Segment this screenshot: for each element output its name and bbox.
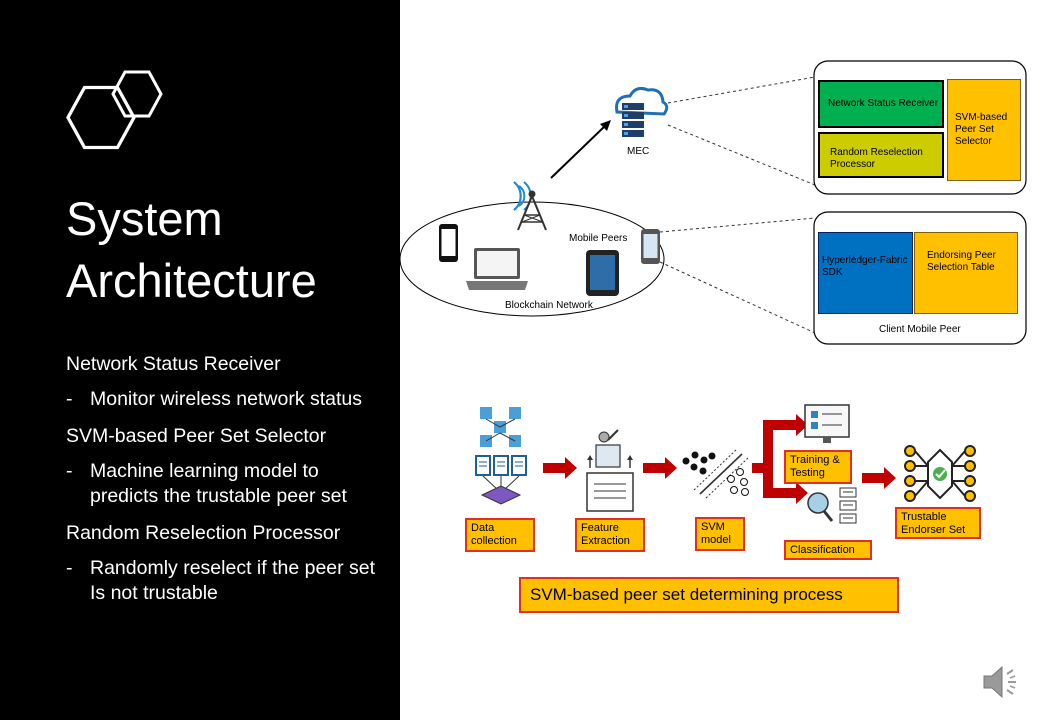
- dash: -: [66, 557, 73, 579]
- step-label: SVM model: [701, 521, 731, 546]
- svm-model-box: SVM model: [695, 517, 745, 551]
- blockchain-network-label: Blockchain Network: [505, 300, 593, 311]
- svm-scatter-icon: [682, 449, 749, 499]
- laptop-icon: [466, 248, 528, 290]
- hexagon-logo-icon: [66, 70, 163, 150]
- bullet-text: Randomly reselect if the peer set Is not…: [90, 557, 376, 604]
- endorser-network-icon: [904, 445, 976, 502]
- smartphone-icon: [641, 229, 660, 264]
- slide-title: System Architecture: [66, 188, 317, 312]
- documents-icon: [475, 455, 527, 505]
- step-label: Training & Testing: [790, 454, 840, 479]
- magnifier-icon: [807, 487, 857, 524]
- step-label: Data collection: [471, 522, 517, 547]
- process-caption: SVM-based peer set determining process: [519, 577, 899, 613]
- feature-extraction-box: Feature Extraction: [575, 518, 645, 552]
- tablet-icon: [586, 250, 619, 296]
- svm-selector-box: SVM-based Peer Set Selector: [947, 79, 1021, 181]
- client-peer-caption: Client Mobile Peer: [879, 324, 961, 335]
- antenna-tower-icon: [513, 181, 547, 231]
- module-label: Hyperledger-Fabric SDK: [822, 255, 908, 278]
- trustable-endorser-set-box: Trustable Endorser Set: [895, 507, 981, 539]
- endorsing-table-box: Endorsing Peer Selection Table: [914, 232, 1018, 314]
- left-panel: System Architecture Network Status Recei…: [0, 0, 400, 720]
- bullet-item: -Monitor wireless network status: [66, 387, 386, 412]
- bullet-text: Monitor wireless network status: [90, 388, 363, 410]
- module-label: Endorsing Peer Selection Table: [927, 250, 996, 273]
- mec-label: MEC: [627, 146, 650, 157]
- network-status-receiver-box: Network Status Receiver: [818, 80, 944, 128]
- bullet-item: -Randomly reselect if the peer set Is no…: [66, 556, 386, 606]
- random-reselection-processor-box: Random Reselection Processor: [818, 132, 944, 178]
- step-label: Classification: [790, 544, 855, 556]
- bullet-list: Network Status Receiver -Monitor wireles…: [66, 352, 386, 616]
- feature-extraction-icon: [586, 429, 634, 512]
- bullet-heading: SVM-based Peer Set Selector: [66, 425, 327, 447]
- dash: -: [66, 460, 73, 482]
- data-collection-box: Data collection: [465, 518, 535, 552]
- dash: -: [66, 388, 73, 410]
- flow-arrow-icon: [543, 457, 896, 489]
- bullet-heading: Network Status Receiver: [66, 353, 281, 375]
- bullet-heading: Random Reselection Processor: [66, 522, 341, 544]
- title-line-2: Architecture: [66, 254, 317, 307]
- module-label: Network Status Receiver: [828, 98, 939, 109]
- classification-box: Classification: [784, 540, 872, 560]
- blockchain-network-ellipse: [399, 201, 665, 317]
- branch-arrow-icon: [752, 414, 808, 504]
- training-testing-box: Training & Testing: [784, 450, 852, 484]
- bullet-item: -Machine learning model to predicts the …: [66, 459, 386, 509]
- speaker-icon[interactable]: [980, 660, 1024, 704]
- hyperledger-sdk-box: Hyperledger-Fabric SDK: [818, 232, 913, 314]
- cloud-server-icon: [615, 87, 669, 137]
- title-line-1: System: [66, 192, 223, 245]
- monitor-icon: [804, 404, 850, 443]
- module-label: SVM-based Peer Set Selector: [955, 112, 1008, 147]
- module-label: Random Reselection Processor: [830, 147, 923, 170]
- mobile-peers-label: Mobile Peers: [569, 233, 628, 244]
- step-label: Trustable Endorser Set: [901, 511, 966, 536]
- step-label: Feature Extraction: [581, 522, 630, 547]
- blockchain-blocks-icon: [480, 407, 521, 447]
- bullet-text: Machine learning model to predicts the t…: [90, 460, 347, 507]
- smartphone-icon: [439, 224, 458, 262]
